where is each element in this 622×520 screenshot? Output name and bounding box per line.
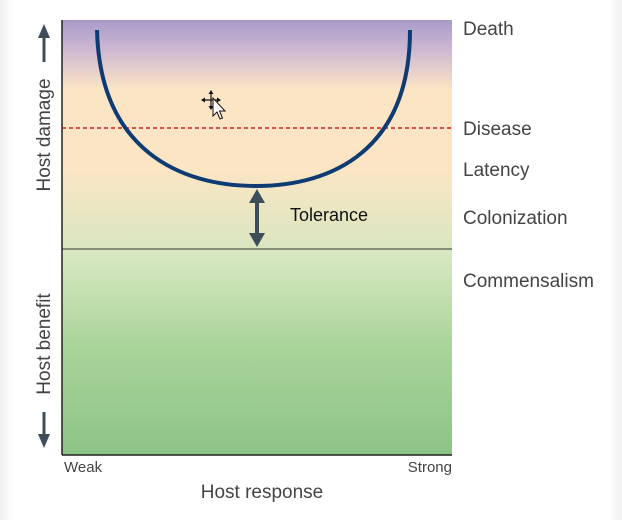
move-cursor-icon	[201, 90, 227, 120]
damage-response-curve	[95, 29, 412, 189]
host-benefit-label: Host benefit	[34, 293, 55, 395]
state-disease-label: Disease	[463, 119, 532, 140]
x-axis-title: Host response	[201, 482, 324, 503]
state-commensalism-label: Commensalism	[463, 271, 594, 292]
host-damage-label: Host damage	[34, 78, 55, 191]
state-colonization-label: Colonization	[463, 208, 568, 229]
x-strong-label: Strong	[408, 459, 452, 476]
host-damage-arrow-icon	[38, 24, 50, 62]
state-death-label: Death	[463, 19, 514, 40]
tolerance-arrow	[249, 189, 265, 247]
x-weak-label: Weak	[64, 459, 103, 476]
host-benefit-arrow-icon	[38, 412, 50, 448]
tolerance-label: Tolerance	[290, 205, 368, 225]
caption-strip	[0, 513, 622, 520]
state-latency-label: Latency	[463, 160, 530, 181]
